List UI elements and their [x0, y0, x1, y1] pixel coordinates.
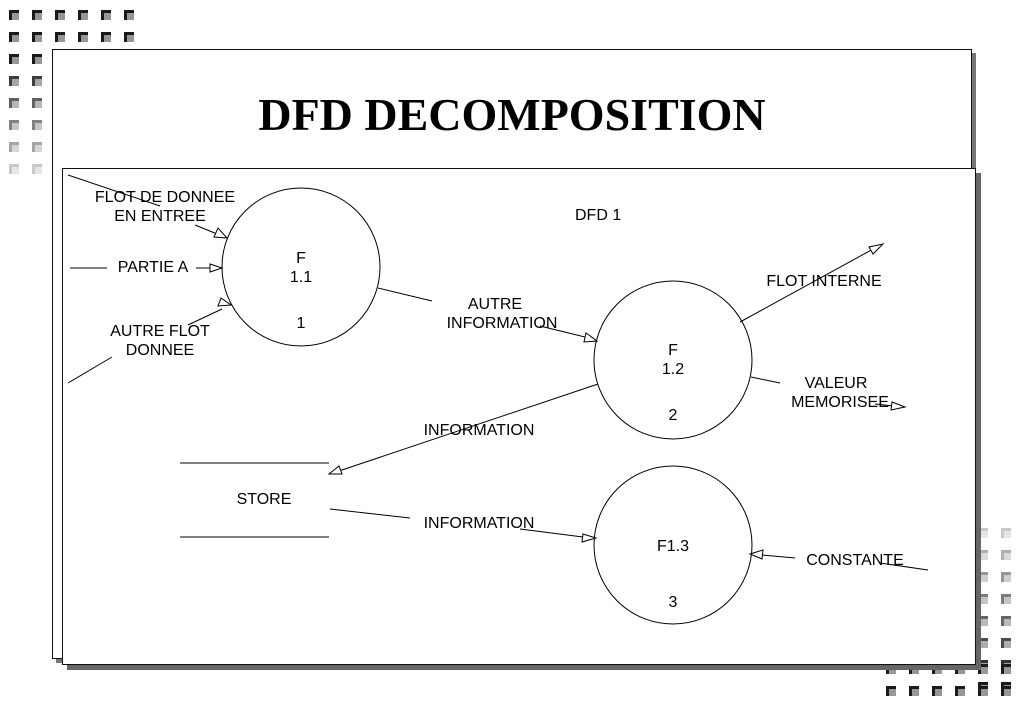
- flow-label-information-to-store: INFORMATION: [424, 422, 535, 439]
- decorative-square: [1001, 686, 1011, 696]
- flow-label-constante: CONSTANTE: [806, 552, 903, 569]
- process-1-number: 1: [297, 315, 306, 332]
- decorative-square: [9, 76, 19, 86]
- decorative-square: [955, 664, 965, 674]
- arrowhead-p3: [581, 533, 598, 543]
- process-circle-1: [221, 187, 381, 347]
- decorative-square: [9, 142, 19, 152]
- process-circle-3: [593, 465, 753, 625]
- flow-label-entree-2: EN ENTREE: [114, 208, 206, 225]
- decorative-square: [9, 164, 19, 174]
- flow-line-entree: [67, 174, 161, 207]
- decorative-square: [978, 638, 988, 648]
- process-circle-2: [593, 280, 753, 440]
- decorative-square: [32, 98, 42, 108]
- flow-line-flot-interne: [739, 247, 876, 323]
- arrowhead-flot-interne: [868, 243, 885, 255]
- decorative-square: [1001, 528, 1011, 538]
- flow-line-p1-p2-b: [539, 325, 586, 338]
- process-1-name: F: [296, 250, 306, 267]
- arrowhead-constante: [748, 549, 764, 560]
- page-title: DFD DECOMPOSITION: [258, 89, 766, 140]
- decorative-square: [32, 32, 42, 42]
- flow-line-autre-flot-lower: [67, 356, 113, 384]
- decorative-square: [32, 120, 42, 130]
- flow-line-store-p3-b: [519, 528, 584, 538]
- flow-line-p1-p2-a: [377, 287, 433, 302]
- decorative-square: [32, 10, 42, 20]
- decorative-square: [978, 528, 988, 538]
- decorative-square: [124, 10, 134, 20]
- decorative-square: [101, 32, 111, 42]
- diagram-frame: [62, 168, 976, 665]
- decorative-square: [978, 616, 988, 626]
- decorative-square: [32, 164, 42, 174]
- arrowhead-entree: [213, 227, 229, 239]
- flow-label-partie-a: PARTIE A: [118, 259, 189, 276]
- process-3-name: F1.3: [657, 538, 689, 555]
- flow-label-flot-interne: FLOT INTERNE: [766, 273, 881, 290]
- decorative-square: [55, 10, 65, 20]
- decorative-square: [932, 686, 942, 696]
- decorative-square: [124, 32, 134, 42]
- decorative-square: [955, 686, 965, 696]
- decorative-square: [1001, 616, 1011, 626]
- arrowhead-autre-flot: [217, 297, 233, 307]
- arrowhead-store: [327, 465, 343, 475]
- flow-label-valeur-2: MEMORISEE: [791, 394, 889, 411]
- decorative-square: [9, 120, 19, 130]
- decorative-square: [78, 10, 88, 20]
- decorative-square: [909, 664, 919, 674]
- flow-line-constante-b: [879, 562, 929, 571]
- flow-label-information-from-store: INFORMATION: [424, 515, 535, 532]
- decorative-square: [1001, 664, 1011, 674]
- flow-line-p2-store: [335, 383, 599, 473]
- process-3-number: 3: [669, 594, 678, 611]
- decorative-square: [978, 572, 988, 582]
- store-label: STORE: [237, 491, 292, 508]
- diagram-label: DFD 1: [575, 207, 621, 224]
- arrowhead-p1-p2: [583, 332, 599, 343]
- arrowhead-partie-a: [209, 263, 224, 273]
- flow-line-store-p3-a: [329, 508, 411, 519]
- flow-line-valeur-b: [874, 403, 894, 407]
- decorative-square: [909, 686, 919, 696]
- decorative-square: [1001, 638, 1011, 648]
- flow-label-autre-flot-1: AUTRE FLOT: [110, 323, 210, 340]
- decorative-square: [9, 32, 19, 42]
- process-1-id: 1.1: [290, 269, 312, 286]
- decorative-square: [978, 686, 988, 696]
- flow-label-valeur-1: VALEUR: [805, 375, 868, 392]
- decorative-square: [9, 54, 19, 64]
- decorative-square: [886, 664, 896, 674]
- decorative-square: [978, 550, 988, 560]
- flow-line-valeur-a: [750, 376, 781, 384]
- flow-label-autre-flot-2: DONNEE: [126, 342, 194, 359]
- decorative-square: [101, 10, 111, 20]
- flow-label-autre-information-1: AUTRE: [468, 296, 522, 313]
- decorative-square: [978, 664, 988, 674]
- decorative-square: [78, 32, 88, 42]
- decorative-square: [32, 76, 42, 86]
- flow-label-autre-information-2: INFORMATION: [447, 315, 558, 332]
- decorative-square: [9, 10, 19, 20]
- decorative-square: [32, 54, 42, 64]
- process-2-id: 1.2: [662, 361, 684, 378]
- decorative-square: [9, 98, 19, 108]
- flow-line-constante-a: [761, 554, 796, 559]
- decorative-square: [1001, 572, 1011, 582]
- flow-line-autre-flot-upper: [187, 308, 223, 326]
- decorative-square: [55, 32, 65, 42]
- decorative-square: [886, 686, 896, 696]
- arrowhead-valeur: [890, 401, 907, 411]
- process-2-name: F: [668, 342, 678, 359]
- decorative-square: [32, 142, 42, 152]
- flow-label-entree-1: FLOT DE DONNEE: [95, 189, 235, 206]
- decorative-square: [1001, 550, 1011, 560]
- decorative-square: [1001, 594, 1011, 604]
- decorative-square: [978, 594, 988, 604]
- decorative-square: [932, 664, 942, 674]
- process-2-number: 2: [669, 407, 678, 424]
